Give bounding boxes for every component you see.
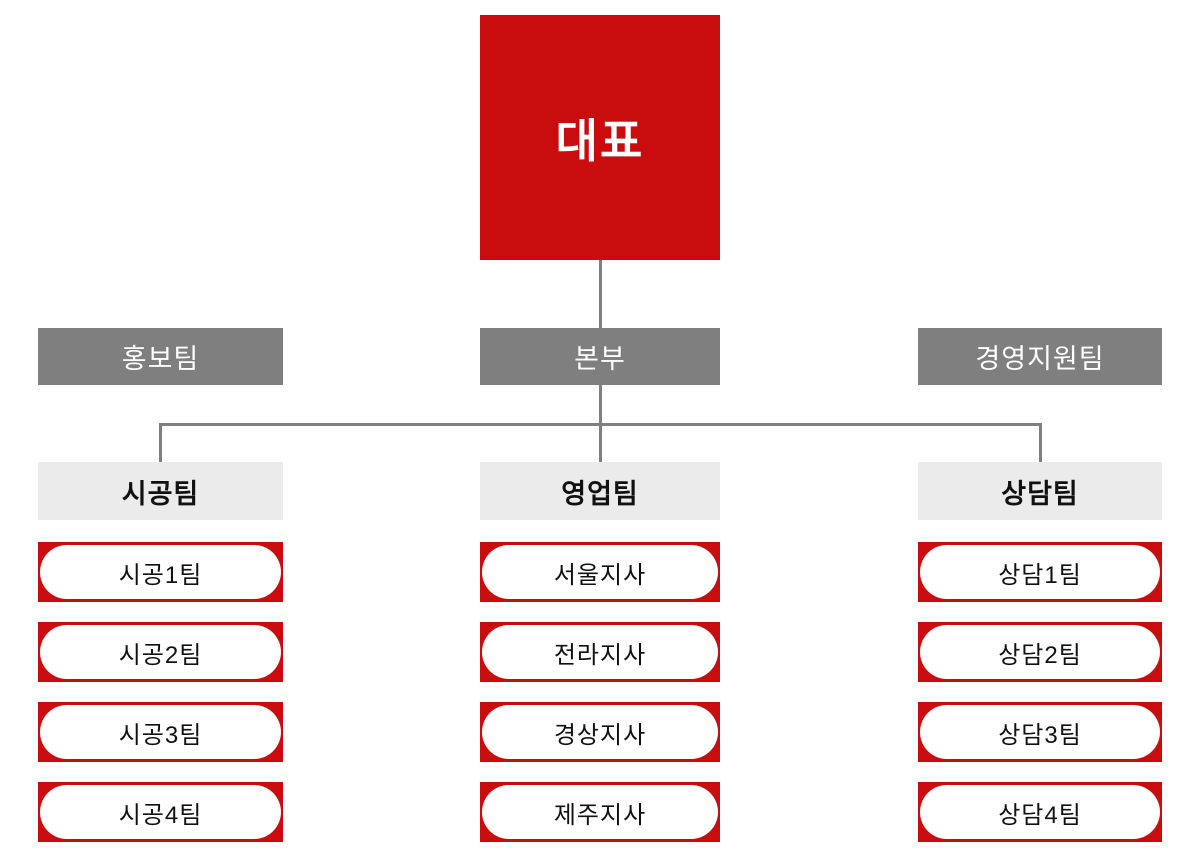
- column-header-construction-team-label: 시공팀: [121, 478, 200, 509]
- org-node-construction-sub-2: 시공2팀: [38, 622, 283, 682]
- org-node-sales-branch-4: 제주지사: [480, 782, 720, 842]
- org-node-headquarters-label: 본부: [574, 344, 626, 374]
- connector-branch-left: [159, 423, 162, 462]
- column-header-consulting-team-label: 상담팀: [1001, 478, 1079, 509]
- org-node-consulting-sub-2-label: 상담2팀: [920, 625, 1160, 679]
- org-node-root: 대표: [480, 15, 720, 260]
- connector-branch-horizontal: [159, 423, 1041, 426]
- org-node-construction-sub-1: 시공1팀: [38, 542, 283, 602]
- connector-branch-right: [1039, 423, 1042, 462]
- org-node-root-label: 대표: [555, 114, 645, 167]
- column-header-consulting-team: 상담팀: [918, 462, 1162, 520]
- org-node-construction-sub-4-label: 시공4팀: [40, 785, 281, 839]
- org-node-construction-sub-1-label: 시공1팀: [40, 545, 281, 599]
- org-node-pr-team: 홍보팀: [38, 328, 283, 385]
- org-node-sales-branch-2: 전라지사: [480, 622, 720, 682]
- org-node-sales-branch-3: 경상지사: [480, 702, 720, 762]
- org-node-consulting-sub-4: 상담4팀: [918, 782, 1162, 842]
- org-node-sales-branch-3-label: 경상지사: [482, 705, 718, 759]
- column-header-sales-team: 영업팀: [480, 462, 720, 520]
- org-node-sales-branch-2-label: 전라지사: [482, 625, 718, 679]
- org-node-consulting-sub-2: 상담2팀: [918, 622, 1162, 682]
- org-node-management-support-team: 경영지원팀: [918, 328, 1162, 385]
- org-node-consulting-sub-3: 상담3팀: [918, 702, 1162, 762]
- org-node-construction-sub-3-label: 시공3팀: [40, 705, 281, 759]
- org-node-headquarters: 본부: [480, 328, 720, 385]
- column-header-construction-team: 시공팀: [38, 462, 283, 520]
- org-node-construction-sub-2-label: 시공2팀: [40, 625, 281, 679]
- org-node-construction-sub-3: 시공3팀: [38, 702, 283, 762]
- org-node-sales-branch-1: 서울지사: [480, 542, 720, 602]
- org-node-sales-branch-4-label: 제주지사: [482, 785, 718, 839]
- connector-root-to-hq: [599, 260, 602, 328]
- org-node-consulting-sub-1-label: 상담1팀: [920, 545, 1160, 599]
- org-node-pr-team-label: 홍보팀: [121, 344, 200, 374]
- org-node-construction-sub-4: 시공4팀: [38, 782, 283, 842]
- org-node-consulting-sub-3-label: 상담3팀: [920, 705, 1160, 759]
- column-header-sales-team-label: 영업팀: [561, 478, 639, 509]
- org-node-consulting-sub-1: 상담1팀: [918, 542, 1162, 602]
- org-node-sales-branch-1-label: 서울지사: [482, 545, 718, 599]
- org-node-management-support-team-label: 경영지원팀: [975, 344, 1105, 374]
- org-node-consulting-sub-4-label: 상담4팀: [920, 785, 1160, 839]
